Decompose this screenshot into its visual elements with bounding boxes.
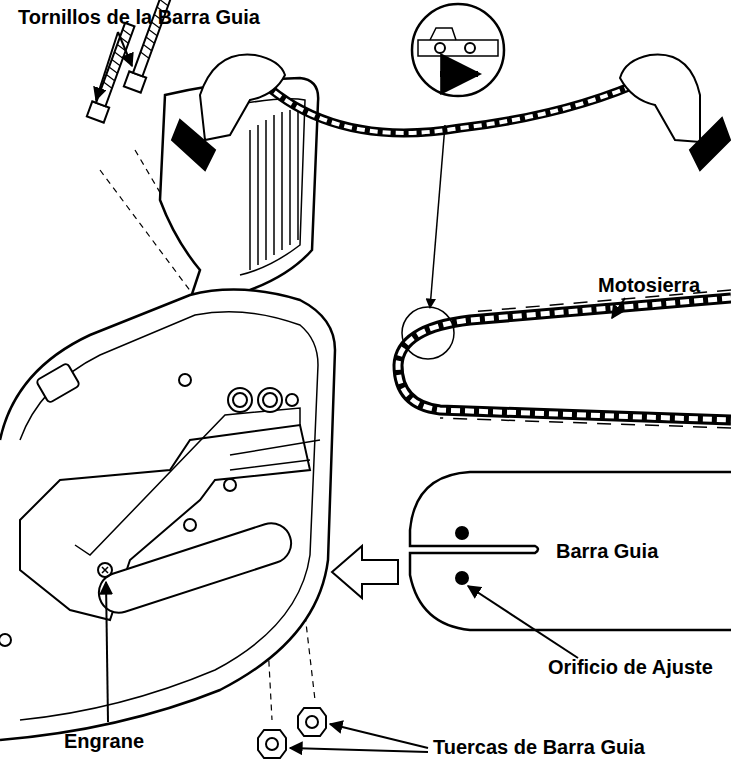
- illustration-part: [0, 634, 11, 646]
- illustration-part: [298, 708, 326, 736]
- illustration-part: [224, 479, 236, 491]
- illustration-part: [435, 43, 445, 53]
- illustration-part: [468, 586, 578, 658]
- part-label: Tuercas de Barra Guia: [433, 736, 645, 758]
- illustration-part: [612, 298, 625, 318]
- illustration-part: [398, 298, 731, 420]
- illustration-part: [20, 312, 318, 720]
- illustration-part: [96, 32, 118, 100]
- illustration-part: [96, 23, 134, 106]
- illustration-part: [440, 290, 731, 428]
- illustration-part: [263, 393, 277, 407]
- illustration-part: [332, 546, 398, 598]
- illustration-part: [465, 43, 475, 53]
- illustration-part: [36, 363, 80, 404]
- illustration-part: [94, 518, 297, 618]
- illustration-part: [456, 572, 468, 584]
- illustration-part: [430, 28, 456, 40]
- illustration-part: [118, 32, 132, 66]
- illustration-part: [418, 40, 498, 56]
- illustration-part: [230, 440, 320, 470]
- illustration-part: [179, 374, 191, 386]
- illustration-part: [306, 716, 318, 728]
- illustration-part: [20, 425, 310, 620]
- illustration-part: [250, 108, 298, 270]
- illustration-part: [690, 118, 730, 170]
- illustration-part: [330, 724, 428, 748]
- illustration-part: [184, 519, 196, 531]
- illustration-part: [440, 71, 478, 77]
- illustration-part: [286, 394, 298, 406]
- illustration-part: [200, 55, 285, 141]
- illustration-part: [98, 563, 112, 577]
- part-label: Barra Guia: [556, 540, 658, 562]
- part-label: Tornillos de la Barra Guia: [18, 6, 260, 28]
- illustration-part: [456, 527, 468, 539]
- illustration-part: [233, 393, 247, 407]
- illustration-part: [258, 730, 286, 758]
- illustration-part: [258, 730, 286, 758]
- illustration-part: [106, 582, 108, 722]
- illustration-part: [102, 567, 108, 573]
- illustration-part: [620, 55, 700, 143]
- illustration-part: [0, 290, 335, 740]
- illustration-part: [410, 472, 731, 630]
- illustration-part: [266, 738, 278, 750]
- illustration-part: [398, 298, 731, 420]
- illustration-part: [298, 708, 326, 736]
- illustration-part: [290, 748, 428, 752]
- part-label: Motosierra: [598, 274, 700, 296]
- illustration-part: [258, 388, 282, 412]
- illustration-part: [430, 125, 445, 308]
- illustration-part: [412, 4, 504, 96]
- illustration-part: [228, 388, 252, 412]
- part-label: Engrane: [64, 730, 144, 752]
- part-label: Orificio de Ajuste: [548, 656, 713, 678]
- illustration-part: [402, 307, 454, 359]
- illustration-part: [172, 120, 215, 170]
